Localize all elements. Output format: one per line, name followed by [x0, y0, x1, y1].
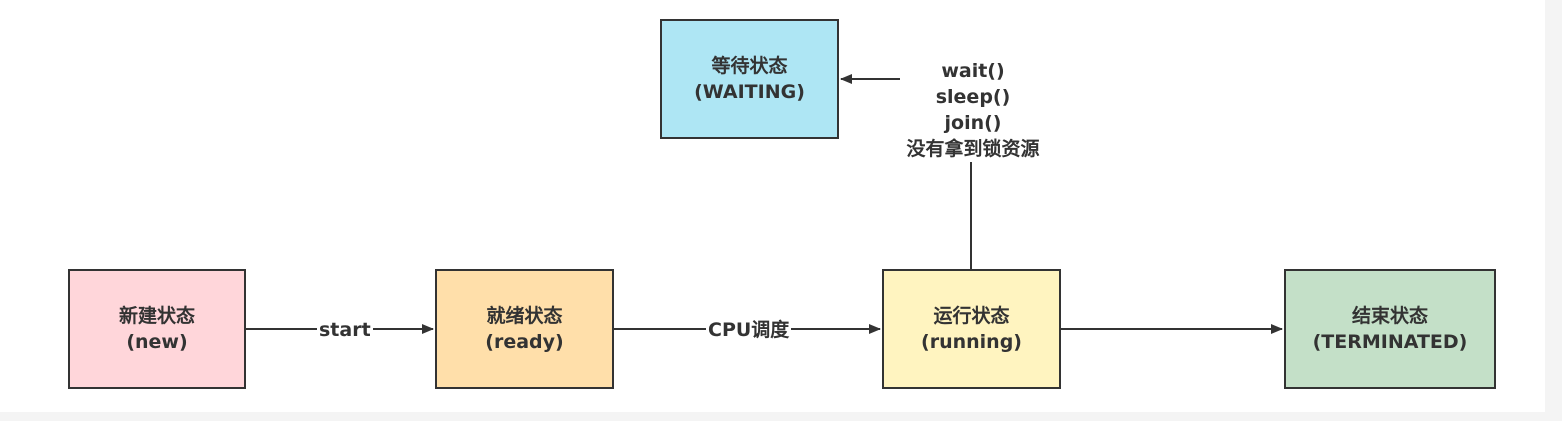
node-ready-state: 就绪状态 (ready) [435, 269, 614, 389]
node-ready-subtitle: (ready) [485, 331, 564, 353]
node-running-title: 运行状态 [933, 305, 1010, 327]
node-terminated-state: 结束状态 (TERMINATED) [1284, 269, 1496, 389]
waiting-condition-wait: wait() [941, 60, 1005, 82]
node-waiting-subtitle: (WAITING) [694, 81, 805, 103]
node-waiting-title: 等待状态 [711, 55, 788, 77]
node-waiting-state: 等待状态 (WAITING) [660, 19, 839, 139]
node-running-subtitle: (running) [921, 331, 1022, 353]
node-terminated-subtitle: (TERMINATED) [1312, 331, 1468, 353]
bottom-margin-strip [0, 412, 1562, 421]
node-running-state: 运行状态 (running) [882, 269, 1061, 389]
waiting-condition-no-lock: 没有拿到锁资源 [906, 138, 1040, 160]
node-ready-title: 就绪状态 [486, 305, 563, 327]
waiting-condition-join: join() [944, 112, 1002, 134]
edge-label-start: start [317, 318, 373, 342]
node-new-title: 新建状态 [118, 305, 195, 327]
edge-label-waiting-conditions: wait() sleep() join() 没有拿到锁资源 [896, 58, 1050, 162]
edge-label-cpu-scheduling: CPU调度 [706, 318, 792, 342]
node-terminated-title: 结束状态 [1351, 305, 1428, 327]
node-new-subtitle: (new) [126, 331, 188, 353]
right-margin-strip [1545, 0, 1562, 421]
node-new-state: 新建状态 (new) [68, 269, 246, 389]
waiting-condition-sleep: sleep() [935, 86, 1011, 108]
